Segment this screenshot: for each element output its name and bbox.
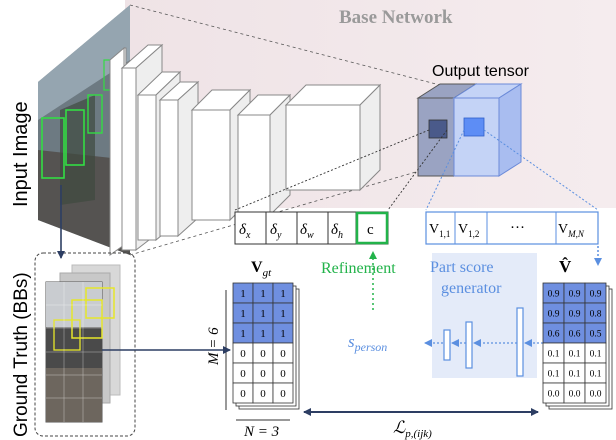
vgt-cell	[272, 382, 294, 404]
part-score-generator: Part score generator	[430, 253, 537, 378]
vhat-cell	[584, 382, 607, 404]
tensor-cell-part	[463, 117, 485, 137]
vgt-cell-value: 0	[280, 388, 286, 400]
vhat-cell-value: 0.1	[569, 349, 581, 359]
s-person-label: sperson	[348, 332, 387, 354]
vhat-cell-value: 0.1	[548, 369, 560, 379]
vhat-cell-value: 0.9	[569, 289, 581, 299]
vhat-cell-value: 0.8	[590, 309, 602, 319]
vgt-cell-value: 0	[280, 348, 286, 360]
vhat-cell-value: 0.0	[548, 389, 560, 399]
delta-y: δy	[270, 222, 282, 241]
vgt-matrix: 1 1 1 1 1 1 1 1 1 0 0 0 0 0 0 0 0 0	[232, 282, 300, 410]
vhat-cell-value: 0.5	[590, 329, 602, 339]
vhat-cell-value: 0.0	[569, 389, 581, 399]
vgt-cell-value: 1	[260, 328, 266, 340]
connector-part-right	[483, 129, 599, 211]
output-tensor	[416, 83, 523, 177]
vhat-cell-value: 0.1	[590, 349, 602, 359]
vhat-cell-value: 0.9	[548, 289, 560, 299]
part-score-generator-title-1: Part score	[430, 259, 494, 276]
vgt-cell-value: 0	[260, 388, 266, 400]
perspective-lines	[129, 4, 441, 256]
part-v11: V1,1	[429, 222, 450, 239]
delta-w: δw	[300, 222, 314, 241]
connector-refinement-left	[234, 129, 430, 211]
vgt-cell-value: 1	[280, 288, 286, 300]
delta-x: δx	[239, 222, 251, 241]
vgt-cell-value: 1	[260, 288, 266, 300]
vgt-label: Vgt	[251, 259, 272, 279]
base-network-label: Base Network	[339, 7, 453, 28]
ground-truth-box	[34, 252, 136, 437]
vgt-cell-value: 1	[240, 288, 246, 300]
part-score-generator-title-2: generator	[441, 280, 502, 297]
vgt-cell-value: 0	[280, 368, 286, 380]
connector-part-left	[425, 129, 465, 211]
vhat-cell-value: 0.9	[590, 289, 602, 299]
part-vmn: VM,N	[558, 222, 585, 239]
vgt-cell-value: 0	[240, 368, 246, 380]
vgt-cell-value: 1	[260, 308, 266, 320]
vhat-cell-value: 0.9	[569, 309, 581, 319]
vgt-cell-value: 0	[260, 368, 266, 380]
refinement-vector: δx δy δw δh c	[234, 211, 389, 245]
m-label: M = 6	[206, 327, 222, 366]
vgt-cell-value: 1	[240, 328, 246, 340]
vhat-cell-value: 0.6	[548, 329, 560, 339]
vgt-cell-value: 0	[260, 348, 266, 360]
vhat-cell-value: 0.1	[590, 369, 602, 379]
vhat-cell-value: 0.6	[569, 329, 581, 339]
loss-label: ℒp,(ijk)	[393, 418, 432, 440]
ground-truth-label: Ground Truth (BBs)	[11, 272, 32, 437]
ground-truth-crops	[45, 264, 121, 423]
confidence-cell	[355, 211, 389, 245]
vhat-cell-value: 0.1	[569, 369, 581, 379]
vgt-cell-value: 1	[280, 328, 286, 340]
refinement-label: Refinement	[321, 260, 396, 277]
part-v12: V1,2	[458, 222, 479, 239]
vhat-cell-value: 0.1	[548, 349, 560, 359]
vhat-label: V̂	[559, 257, 572, 276]
vgt-cell-value: 1	[240, 308, 246, 320]
input-image-label: Input Image	[10, 101, 32, 207]
confidence-label: c	[367, 222, 374, 238]
vgt-cell-value: 0	[240, 388, 246, 400]
vhat-cell-value: 0.9	[548, 309, 560, 319]
part-score-vector: V1,1 V1,2 ··· VM,N	[425, 211, 599, 245]
connector-refinement-right	[387, 129, 448, 211]
part-ellipsis: ···	[510, 220, 525, 236]
vgt-cell-value: 0	[240, 348, 246, 360]
delta-h: δh	[331, 222, 343, 241]
output-tensor-label: Output tensor	[432, 63, 530, 80]
vhat-cell-value: 0.0	[590, 389, 602, 399]
tensor-cell-refinement	[428, 119, 448, 139]
cnn-layers	[109, 43, 382, 256]
vhat-matrix: 0.9 0.9 0.9 0.9 0.9 0.8 0.6 0.6 0.5 0.1 0.1 0.1 0.1 0…	[542, 282, 613, 410]
vgt-cell-value: 1	[280, 308, 286, 320]
n-label: N = 3	[243, 424, 279, 440]
